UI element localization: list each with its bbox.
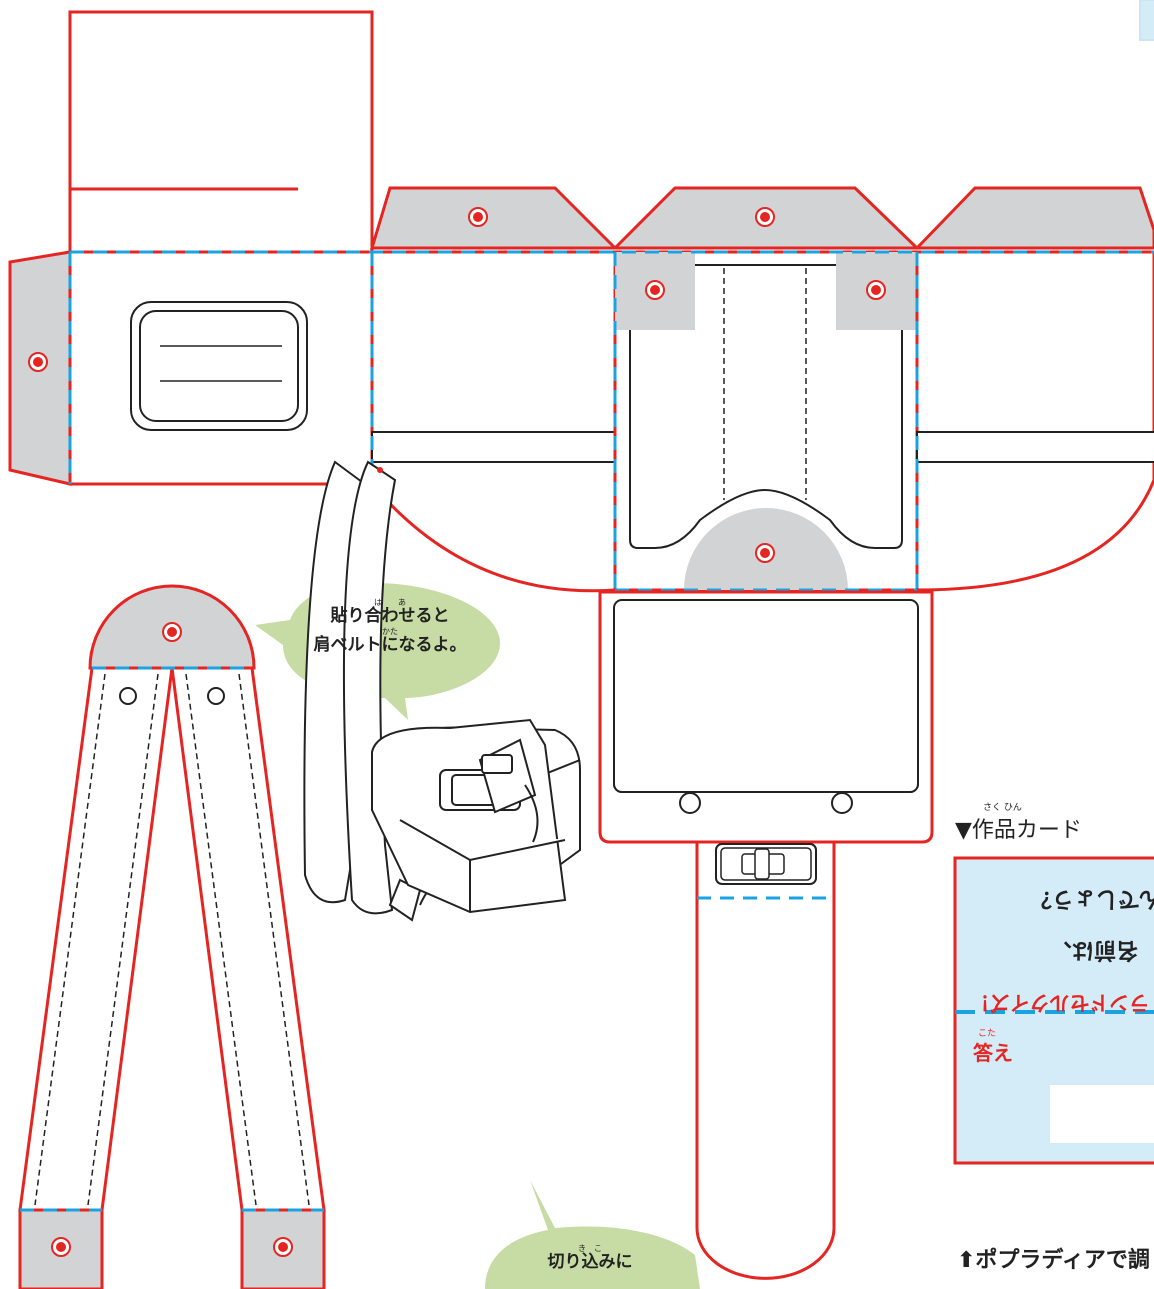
top-glue-tab <box>369 186 619 250</box>
belt-ruby: は あ <box>374 598 406 607</box>
card-title-ruby: さく ひん <box>983 803 1022 813</box>
answer-box <box>1050 1085 1154 1143</box>
glue-dot-center <box>760 548 770 558</box>
glue-dot-center <box>760 212 770 222</box>
answer-ruby: こた <box>978 1029 997 1039</box>
side-panel-right <box>915 250 1154 592</box>
strap-hole <box>119 687 137 705</box>
slit-ruby: き こ <box>578 1244 602 1253</box>
card-upside-line2: 名前は、 <box>1050 937 1139 962</box>
belt-bubble-text: は あ 貼り合わせると かた 肩ベルトになるよ。 <box>300 598 480 655</box>
card-upside-line1: なんでしょう？ <box>1030 886 1154 911</box>
back-pad <box>629 264 903 549</box>
answer-label: 答え <box>973 1041 1013 1065</box>
belt-ruby2: かた <box>382 626 398 636</box>
corner-fragment <box>1139 0 1154 41</box>
strap-right <box>170 666 326 1212</box>
speech-bubble-slit <box>485 1180 700 1289</box>
card-upside-line3: ランドセルクイズ！ <box>970 991 1150 1015</box>
side-panel-left <box>370 250 617 593</box>
slit-line1: 切り込みに <box>547 1252 633 1272</box>
glue-dot-center <box>278 1242 288 1252</box>
top-glue-tab <box>913 186 1154 250</box>
strap-left <box>18 666 174 1212</box>
clasp-knob <box>754 848 770 880</box>
card-title: ▼作品カード <box>955 818 1082 843</box>
fold-lines <box>68 250 1154 592</box>
clasp-tab <box>695 840 836 1280</box>
footer-text: ⬆ポプラディアで調 <box>957 1248 1150 1273</box>
glue-dot-center <box>473 212 483 222</box>
glue-dot-center <box>33 357 43 367</box>
glue-dot-center <box>650 285 660 295</box>
backpack-clasp-illustration <box>371 718 567 914</box>
glue-dot-center <box>56 1242 66 1252</box>
side-stripe <box>371 431 616 463</box>
slit-bubble-text: き こ 切り込みに <box>520 1244 660 1273</box>
belt-line2: 肩ベルトになるよ。 <box>313 634 467 655</box>
rivet <box>831 792 853 814</box>
rivet <box>679 792 701 814</box>
strap-hole <box>207 687 225 705</box>
name-tag-inner <box>139 310 299 422</box>
lid-window-cover <box>613 599 919 793</box>
top-flap <box>68 10 374 254</box>
glue-dot-center <box>871 285 881 295</box>
glue-dot-center <box>167 627 177 637</box>
side-stripe <box>916 431 1154 463</box>
belt-line1: 貼り合わせると <box>330 606 450 626</box>
